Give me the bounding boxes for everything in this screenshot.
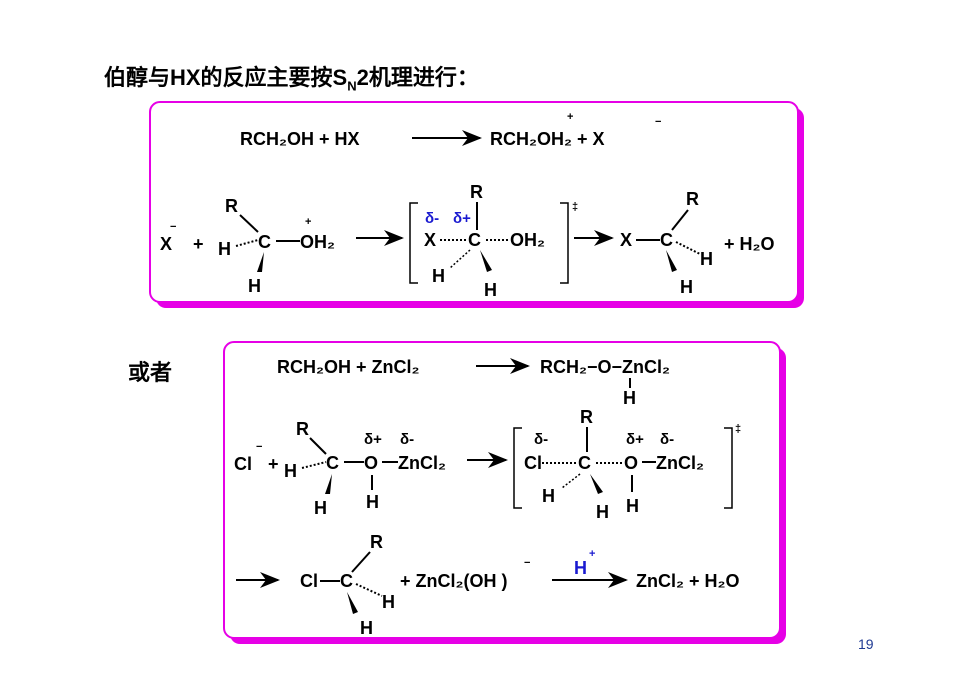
carbon: C [258,232,271,252]
ts-bracket-right [560,202,569,284]
nucleophile-charge: − [170,221,176,233]
step3-h2: H [360,618,373,638]
box2-wedge [325,474,332,494]
nucleophile-x: X [160,234,172,254]
ts-r: R [470,182,483,202]
ts-carbon: C [468,230,481,250]
bond-r-c [239,214,259,233]
slide-title: 伯醇与HX的反应主要按SN2机理进行： [104,65,479,94]
box2-hash [301,461,327,469]
product-h1: H [700,249,713,269]
ts-dagger: ‡ [572,201,578,213]
step3-zncl2-oh: + ZnCl₂(OH ) [400,571,508,591]
step3-acid-h: H [574,558,587,578]
product-h2: H [680,277,693,297]
box2-ts-wedge [590,474,603,494]
ts-delta-plus: δ+ [453,210,471,227]
box2-ts-zncl2: ZnCl₂ [656,453,704,473]
ts-oh2: OH₂ [510,230,545,250]
product-carbon: C [660,230,673,250]
eq1-lhs: RCH₂OH + HX [240,129,360,149]
water: + H₂O [724,234,775,254]
step3-h1: H [382,592,395,612]
step3-bond-r [351,551,371,573]
box2-ts-delta-plus: δ+ [626,431,644,448]
step3-product: ZnCl₂ + H₂O [636,571,740,591]
box2-ts-h2: H [596,502,609,522]
h-wedge: H [248,276,261,296]
box2-ts-delta-minus-2: δ- [660,431,674,448]
h-hash: H [218,239,231,259]
box2-carbon: C [326,453,339,473]
box2-eq1-lhs: RCH₂OH + ZnCl₂ [277,357,420,377]
ts-bracket-left [409,202,418,284]
ts-x: X [424,230,436,250]
product-hash [675,241,701,255]
page-number: 19 [858,636,874,652]
box2-ts-delta-minus: δ- [534,431,548,448]
box2-eq1-h: H [623,388,636,408]
chloride: Cl [234,454,252,474]
step3-cl: Cl [300,571,318,591]
box2-h-hash: H [284,461,297,481]
oxonium-charge: + [305,216,311,228]
box2-delta-plus: δ+ [364,431,382,448]
step3-hash [355,583,383,597]
oxonium: OH₂ [300,232,335,252]
step3-r: R [370,532,383,552]
plus-sign: + [193,234,204,254]
box2-bond-r [309,437,327,455]
box1-frame [149,101,799,303]
box2-h-wedge: H [314,498,327,518]
wedge-bond [257,252,264,272]
ts-h1: H [432,266,445,286]
box2-ts-r: R [580,407,593,427]
box2-ts-dagger: ‡ [735,423,741,435]
eq1-x-charge: − [655,116,661,128]
box2-eq1-product: RCH₂−O−ZnCl₂ [540,357,670,377]
eq1-oxonium-charge: + [567,111,573,123]
box2-ts-oxygen: O [624,453,638,473]
box2-ts-carbon: C [578,453,591,473]
box2-delta-minus: δ- [400,431,414,448]
product-bond-r [671,209,689,231]
box2-h-oxygen: H [366,492,379,512]
box2-ts-bracket-left [513,427,522,509]
box2-oxygen: O [364,453,378,473]
product-wedge [666,250,677,272]
product-r: R [686,189,699,209]
ts-wedge [480,250,492,272]
box2-frame [223,341,781,639]
step3-acid-charge: + [589,548,595,560]
box2-zncl2: ZnCl₂ [398,453,446,473]
box2-ts-cl: Cl [524,453,542,473]
box2-plus: + [268,454,279,474]
step3-oh-charge: − [524,557,530,569]
r-group: R [225,196,238,216]
box2-r: R [296,419,309,439]
product-x: X [620,230,632,250]
or-label: 或者 [128,360,173,385]
box2-ts-h3: H [626,496,639,516]
step3-wedge [347,592,358,614]
chloride-charge: − [256,441,262,453]
step3-carbon: C [340,571,353,591]
box2-ts-bracket-right [724,427,733,509]
ts-h2: H [484,280,497,300]
eq1-product: RCH₂OH₂ + X [490,129,605,149]
ts-delta-minus: δ- [425,210,439,227]
ts-hash-h [449,249,471,269]
box2-ts-h1: H [542,486,555,506]
